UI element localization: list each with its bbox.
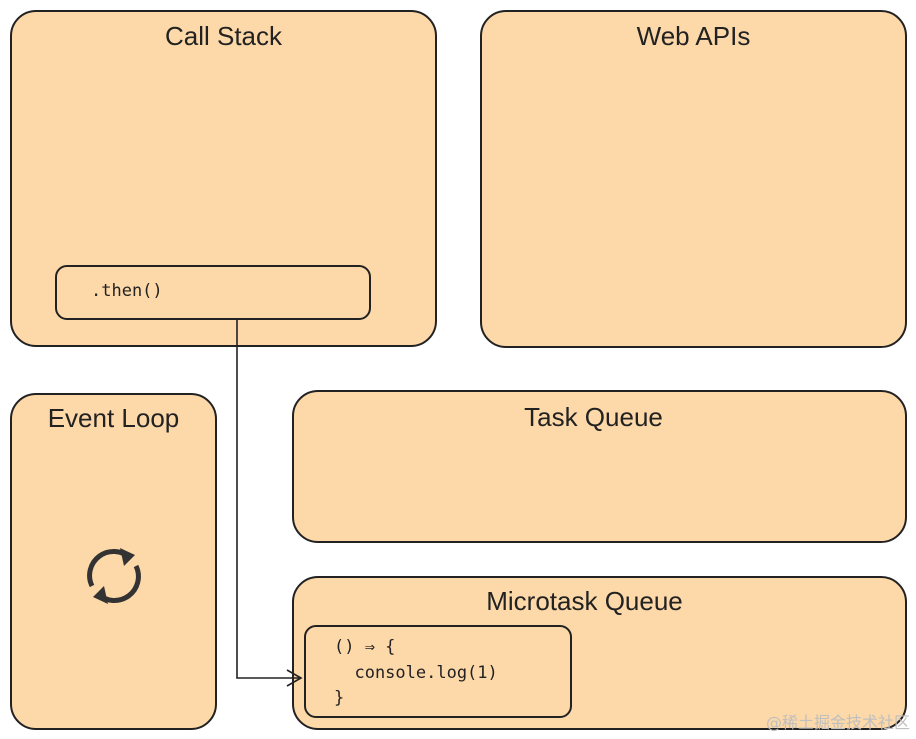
- task-queue-panel: Task Queue: [292, 390, 907, 543]
- call-stack-item-label: .then(): [91, 281, 163, 301]
- microtask-item-callback: () ⇒ { console.log(1) }: [304, 625, 572, 718]
- task-queue-title: Task Queue: [524, 402, 663, 432]
- event-loop-panel: Event Loop: [10, 393, 217, 730]
- refresh-icon: [87, 548, 141, 604]
- call-stack-panel: Call Stack .then(): [10, 10, 437, 347]
- call-stack-title: Call Stack: [164, 21, 283, 51]
- microtask-queue-panel: Microtask Queue () ⇒ { console.log(1) }: [292, 576, 907, 730]
- web-apis-title: Web APIs: [636, 21, 751, 51]
- event-loop-title: Event Loop: [47, 403, 180, 433]
- microtask-queue-title: Microtask Queue: [486, 586, 683, 616]
- watermark: @稀土掘金技术社区: [765, 713, 910, 732]
- web-apis-panel: Web APIs: [480, 10, 907, 348]
- microtask-item-line-1: () ⇒ {: [334, 637, 396, 657]
- call-stack-item-then: .then(): [55, 265, 371, 320]
- arrow-right-icon: [286, 669, 303, 687]
- microtask-item-line-3: }: [334, 688, 345, 708]
- microtask-item-line-2: console.log(1): [334, 663, 498, 683]
- arrow-line: [236, 318, 300, 679]
